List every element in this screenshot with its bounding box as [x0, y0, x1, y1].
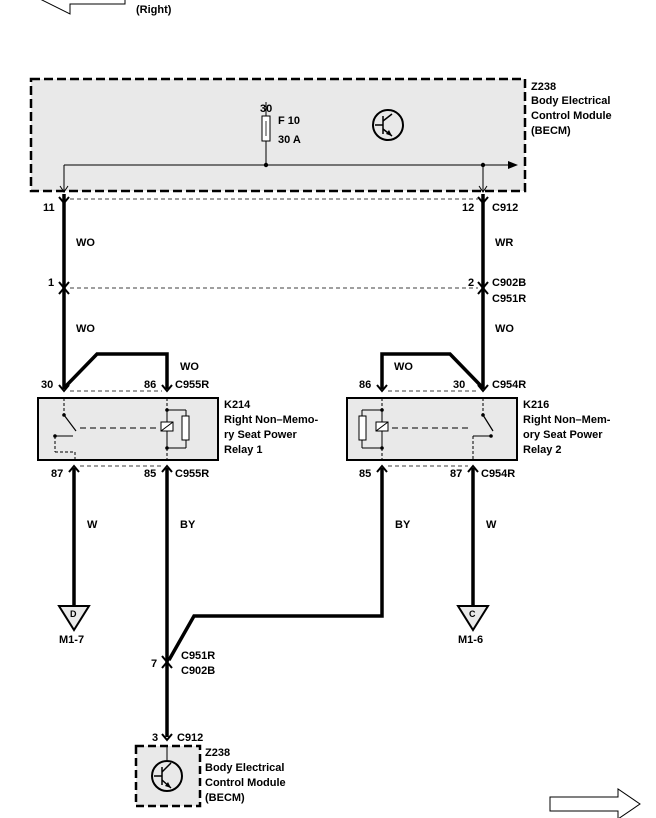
relay1-id: K214 [224, 399, 251, 411]
wire-color-relay1-coil: BY [180, 519, 196, 531]
ground-right-letter: C [469, 609, 476, 619]
wire-color-relay2-coil: BY [395, 519, 411, 531]
relay1-pin-30: 30 [41, 379, 53, 391]
relay2-name-2: ory Seat Power [523, 429, 603, 441]
splice-connector-a: C951R [181, 650, 215, 662]
becm-top-pin-11: 11 [43, 202, 55, 214]
relay2-box [346, 397, 518, 461]
inline-connector-b: C951R [492, 293, 526, 305]
relay1-name-1: Right Non–Memo- [224, 414, 318, 426]
inline-connector-a: C902B [492, 277, 526, 289]
becm-top-id: Z238 [531, 81, 556, 93]
ground-right-icon [456, 605, 490, 632]
relay2-pin-85: 85 [359, 468, 371, 480]
relay2-name-1: Right Non–Mem- [523, 414, 611, 426]
fuse-rating: 30 A [278, 134, 301, 146]
relay2-pin-86: 86 [359, 379, 371, 391]
becm-bottom-module-box [134, 744, 202, 808]
next-page-arrow[interactable] [549, 788, 641, 818]
becm-top-name-2: Control Module [531, 110, 612, 122]
becm-bottom-name-2: Control Module [205, 777, 286, 789]
ground-left-icon [57, 605, 91, 632]
relay1-box [37, 397, 219, 461]
becm-bottom-id: Z238 [205, 747, 230, 759]
relay2-name-3: Relay 2 [523, 444, 562, 456]
relay2-connector-bottom: C954R [481, 468, 515, 480]
fuse-name: F 10 [278, 115, 300, 127]
becm-bottom-connector: C912 [177, 732, 203, 744]
splice-pin-7: 7 [151, 658, 157, 670]
relay1-pin-87: 87 [51, 468, 63, 480]
wire-color-right-upper: WR [495, 237, 513, 249]
relay2-connector-top: C954R [492, 379, 526, 391]
becm-top-pin-12: 12 [462, 202, 474, 214]
ground-left-letter: D [70, 609, 77, 619]
relay1-connector-bottom: C955R [175, 468, 209, 480]
prev-page-arrow[interactable] [38, 0, 126, 15]
becm-bottom-name-1: Body Electrical [205, 762, 284, 774]
ground-right-label: M1-6 [458, 634, 483, 646]
becm-top-name-3: (BECM) [531, 125, 571, 137]
becm-top-name-1: Body Electrical [531, 95, 610, 107]
wire-color-left-mid: WO [76, 323, 95, 335]
wire-color-relay2-jumper: WO [394, 361, 413, 373]
becm-top-connector: C912 [492, 202, 518, 214]
wire-color-relay1-out: W [87, 519, 98, 531]
wire-relay2-coil [167, 468, 384, 661]
relay2-pin-30: 30 [453, 379, 465, 391]
becm-top-module-box [29, 77, 527, 193]
inline-pin-2: 2 [468, 277, 474, 289]
becm-bottom-pin-3: 3 [152, 732, 158, 744]
wire-relay2-jumper [380, 352, 485, 390]
wire-color-relay1-jumper: WO [180, 361, 199, 373]
splice-connector-b: C902B [181, 665, 215, 677]
wire-relay1-jumper [62, 352, 169, 390]
wire-color-left-upper: WO [76, 237, 95, 249]
relay1-internals [53, 398, 190, 460]
relay1-name-3: Relay 1 [224, 444, 263, 456]
relay2-internals [358, 398, 494, 460]
relay2-id: K216 [523, 399, 549, 411]
relay1-name-2: ry Seat Power [224, 429, 297, 441]
ground-left-label: M1-7 [59, 634, 84, 646]
transistor-icon [372, 109, 404, 141]
relay1-pin-85: 85 [144, 468, 156, 480]
relay2-pin-87: 87 [450, 468, 462, 480]
inline-pin-1: 1 [48, 277, 54, 289]
prev-page-caption: (Right) [136, 4, 172, 16]
relay1-connector-top: C955R [175, 379, 209, 391]
relay1-pin-86: 86 [144, 379, 156, 391]
wire-color-relay2-out: W [486, 519, 497, 531]
becm-bottom-transistor-icon [151, 760, 183, 792]
wire-color-right-mid: WO [495, 323, 514, 335]
becm-bottom-name-3: (BECM) [205, 792, 245, 804]
